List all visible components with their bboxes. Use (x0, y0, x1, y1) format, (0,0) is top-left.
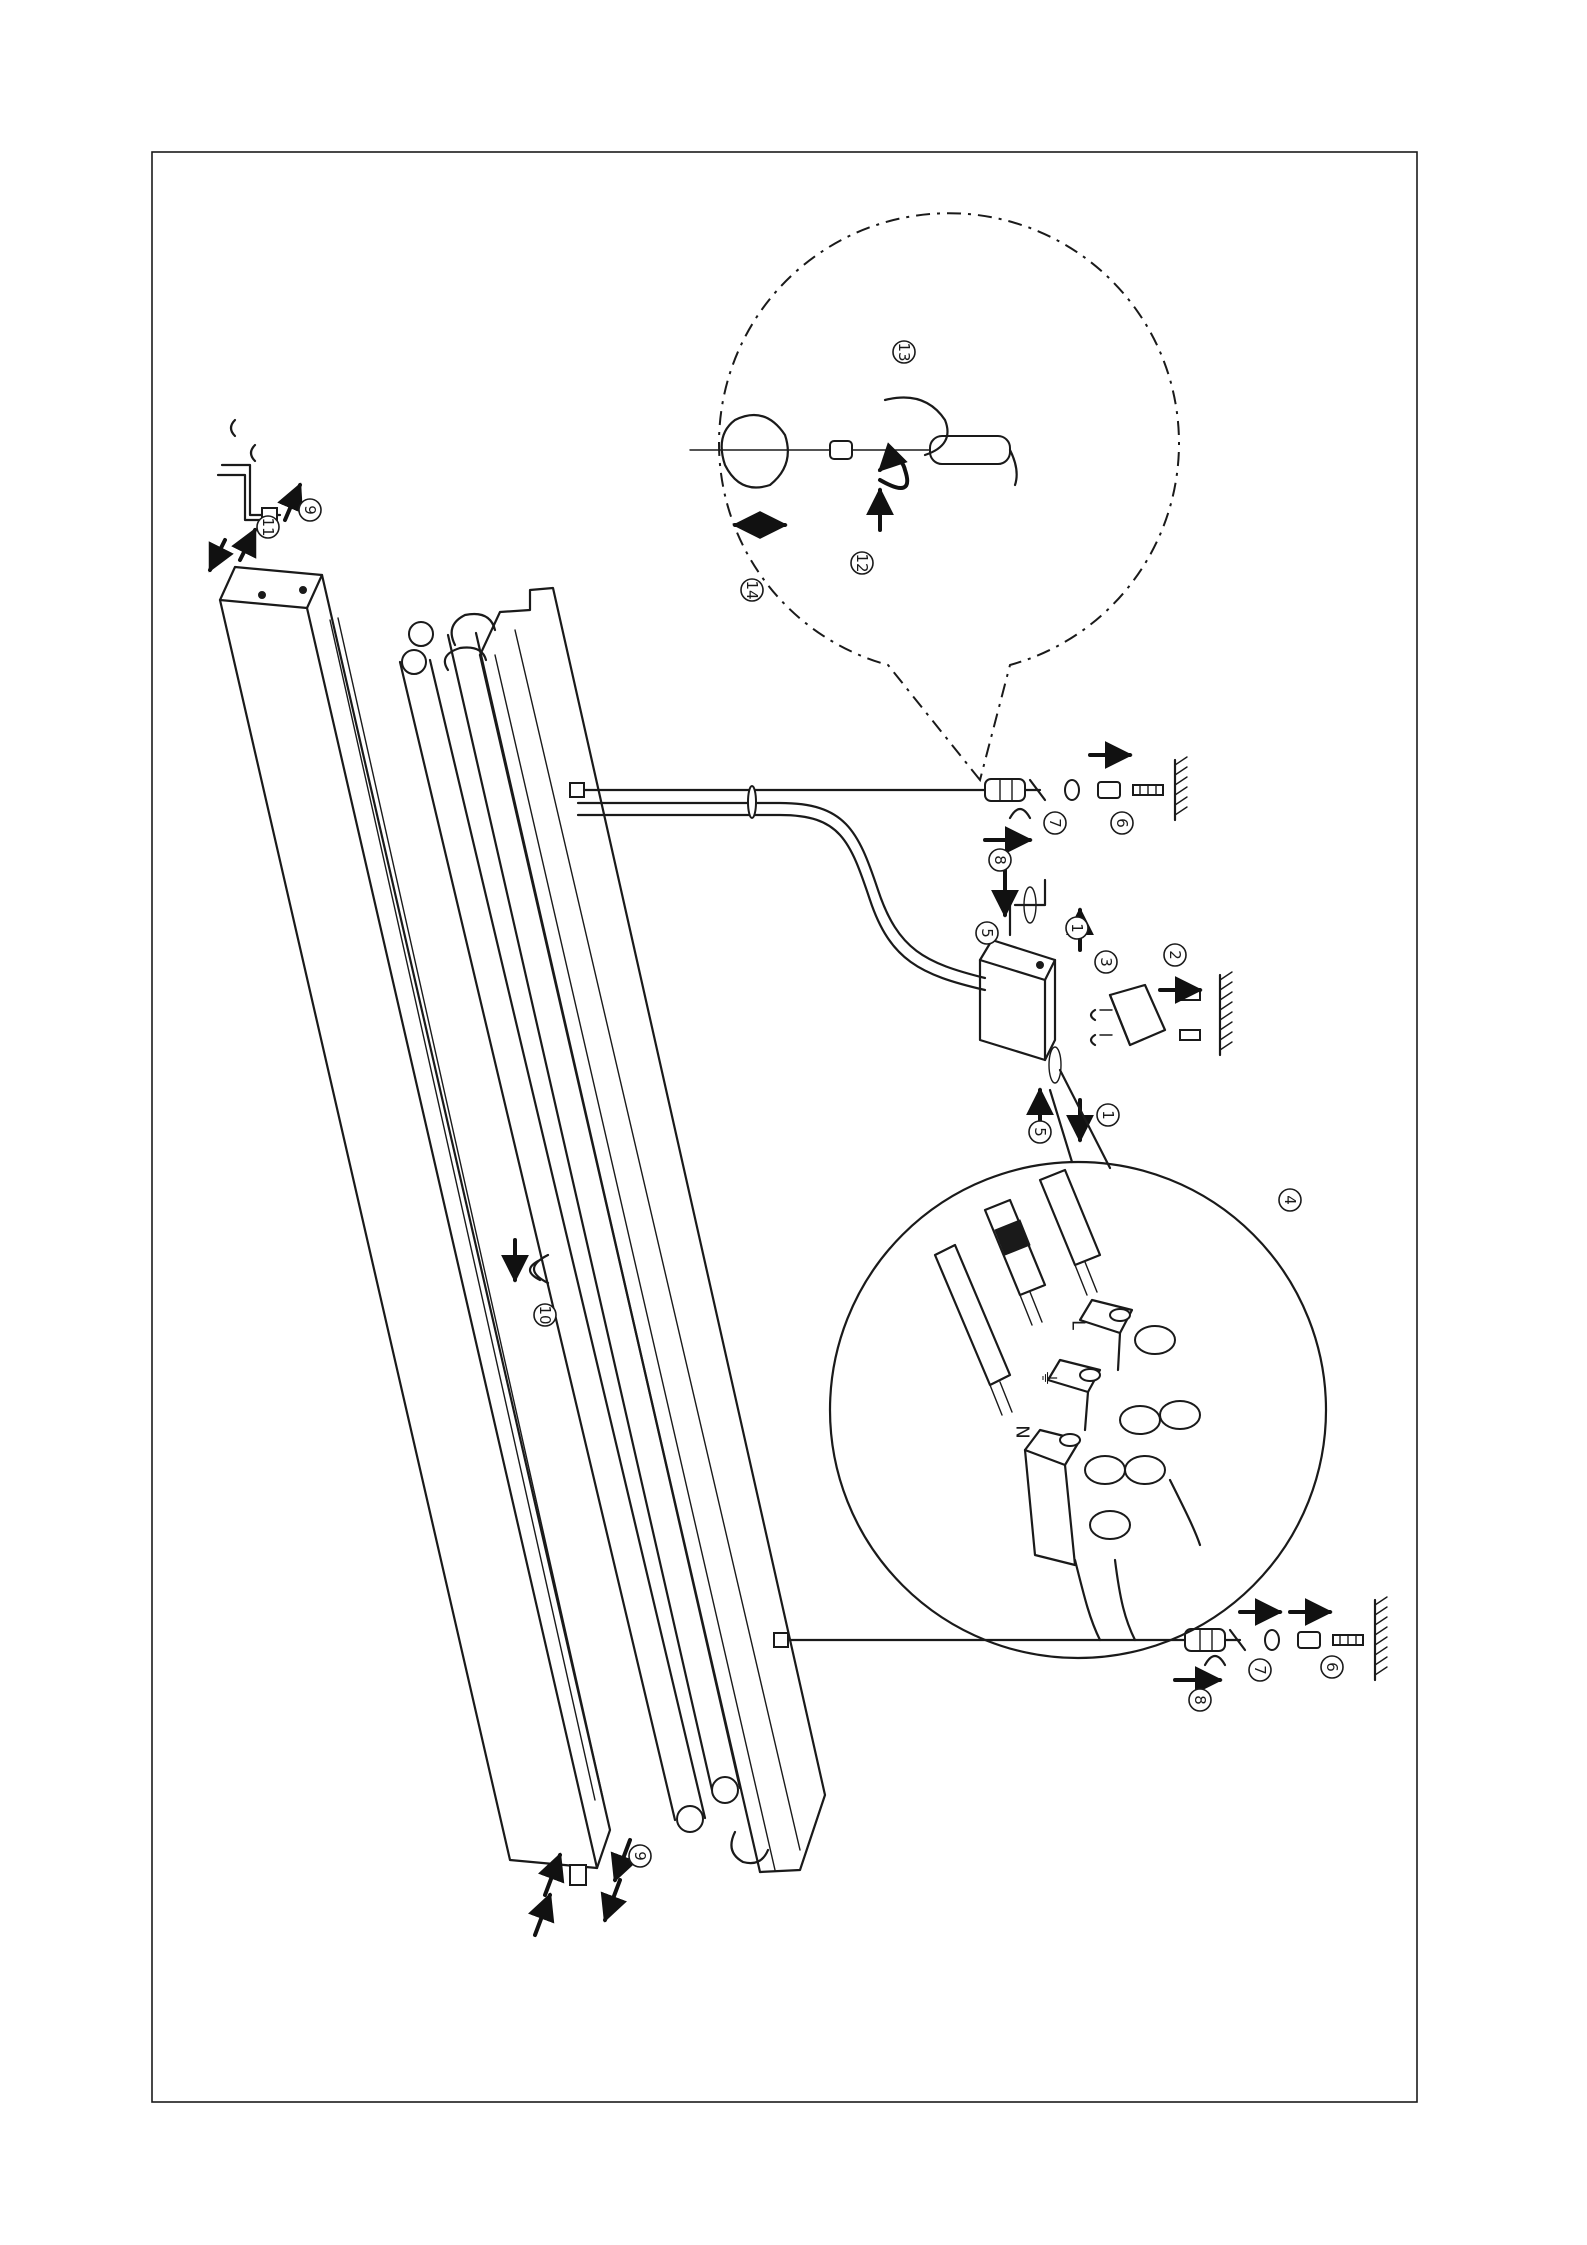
svg-text:9: 9 (631, 1851, 649, 1861)
height-adjust-callout (690, 213, 1179, 780)
svg-text:6: 6 (1113, 818, 1131, 828)
light-housing (220, 567, 610, 1868)
svg-text:11: 11 (259, 517, 277, 536)
ceiling-mount-lower (1175, 1597, 1387, 1680)
wire-label-earth: ⏚ (1038, 1369, 1059, 1387)
grub-screw-bottom (535, 1840, 630, 1935)
svg-text:13: 13 (895, 342, 913, 361)
step-8a-marker: 8 (989, 849, 1011, 871)
svg-text:8: 8 (991, 855, 1009, 865)
step-9b-marker: 9 (629, 1845, 651, 1867)
step-13-marker: 13 (893, 341, 915, 363)
step-10-marker: 10 (534, 1304, 556, 1326)
wiring-detail-callout (830, 1070, 1326, 1658)
svg-text:6: 6 (1323, 1662, 1341, 1672)
svg-text:5: 5 (978, 928, 996, 938)
svg-text:3: 3 (1097, 957, 1115, 967)
step-5b-marker: 5 (1029, 1121, 1051, 1143)
step-3-marker: 3 (1095, 951, 1117, 973)
step-6b-marker: 6 (1321, 1656, 1343, 1678)
step-7b-marker: 7 (1249, 1659, 1271, 1681)
step-11-marker: 11 (257, 516, 279, 538)
power-cable (578, 786, 985, 990)
svg-text:4: 4 (1281, 1195, 1299, 1205)
hex-key-top (210, 420, 300, 570)
svg-text:1: 1 (1099, 1110, 1117, 1120)
svg-text:2: 2 (1166, 950, 1184, 960)
step-1a-marker: 1 (1066, 917, 1088, 939)
reflector-tray (445, 588, 825, 1872)
step-7a-marker: 7 (1044, 812, 1066, 834)
mounting-bracket (1091, 972, 1232, 1055)
step-14-marker: 14 (741, 579, 763, 601)
svg-text:12: 12 (853, 553, 871, 572)
wire-label-neutral: N (1012, 1425, 1033, 1438)
svg-text:1: 1 (1068, 923, 1086, 933)
svg-text:7: 7 (1046, 818, 1064, 828)
svg-text:7: 7 (1251, 1665, 1269, 1675)
svg-text:14: 14 (743, 580, 761, 599)
step-2-marker: 2 (1164, 944, 1186, 966)
ceiling-mount-upper (985, 755, 1187, 840)
step-5a-marker: 5 (976, 922, 998, 944)
wire-label-live: L (1068, 1320, 1089, 1330)
svg-text:8: 8 (1191, 1695, 1209, 1705)
step-12-marker: 12 (851, 552, 873, 574)
svg-text:5: 5 (1031, 1127, 1049, 1137)
svg-text:9: 9 (301, 505, 319, 515)
step-8b-marker: 8 (1189, 1689, 1211, 1711)
svg-text:10: 10 (536, 1305, 554, 1324)
junction-box (980, 880, 1061, 1083)
step-6a-marker: 6 (1111, 812, 1133, 834)
step-4-marker: 4 (1279, 1189, 1301, 1211)
step-9a-marker: 9 (299, 499, 321, 521)
step-1b-marker: 1 (1097, 1104, 1119, 1126)
